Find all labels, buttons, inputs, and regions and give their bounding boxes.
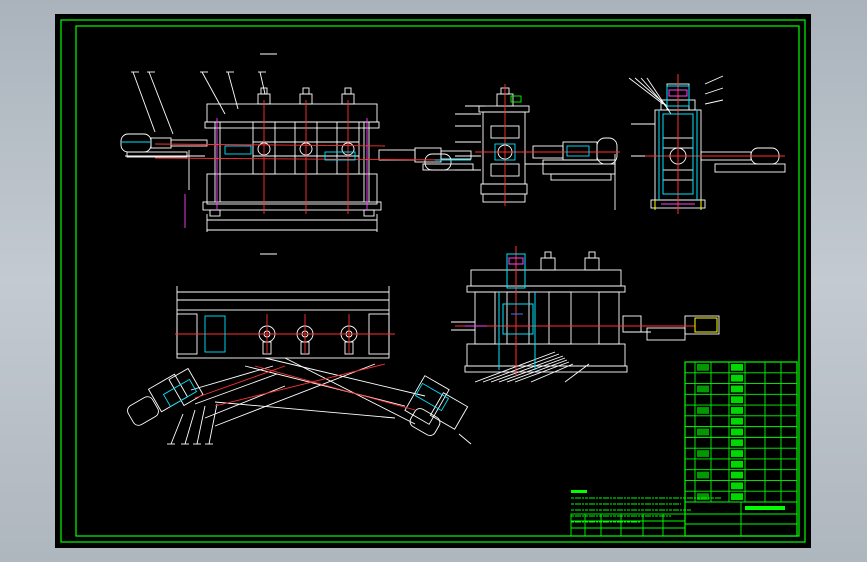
title-block-cell-fill — [731, 374, 743, 382]
assembly-drawing — [60, 19, 806, 543]
parts-list-border — [570, 513, 686, 537]
title-block-cell-fill — [731, 450, 743, 457]
title-block-cell-fill — [731, 428, 743, 436]
title-block-cell-fill — [731, 482, 743, 490]
title-block-cell-fill — [697, 471, 709, 479]
title-block-name-fill — [745, 506, 785, 510]
front-view — [120, 53, 474, 232]
title-block-cell-fill — [731, 385, 743, 393]
title-block-cell-fill — [731, 471, 743, 479]
side-view-left — [455, 87, 530, 203]
lower-section-colored — [455, 246, 718, 376]
title-block-cell-fill — [697, 493, 709, 500]
title-block-cell-fill — [697, 407, 709, 414]
title-block — [570, 361, 798, 537]
title-block-cell-fill — [731, 407, 743, 414]
side-view-drive-colored — [525, 145, 620, 157]
side-view-drive — [525, 137, 618, 181]
title-block-cell-fill — [731, 417, 743, 425]
section-view — [614, 75, 786, 210]
title-block-cell-fill — [731, 493, 743, 500]
cad-viewport[interactable] — [55, 14, 811, 548]
title-block-cell-fill — [731, 364, 743, 371]
lower-section-view — [451, 251, 720, 383]
title-block-cell-fill — [697, 364, 709, 371]
title-block-cell-fill — [697, 385, 709, 393]
title-block-cell-fill — [731, 396, 743, 404]
inner-frame — [75, 25, 800, 537]
outer-frame — [60, 19, 806, 543]
title-block-cell-fill — [697, 450, 709, 457]
notes-heading-mark — [571, 490, 587, 493]
title-block-cell-fill — [697, 428, 709, 436]
front-view-colored — [121, 100, 471, 228]
section-view-colored — [645, 74, 785, 214]
plan-view — [127, 253, 472, 445]
plan-view-colored — [162, 314, 450, 412]
title-block-cell-fill — [731, 439, 743, 447]
title-block-cell-fill — [731, 460, 743, 468]
